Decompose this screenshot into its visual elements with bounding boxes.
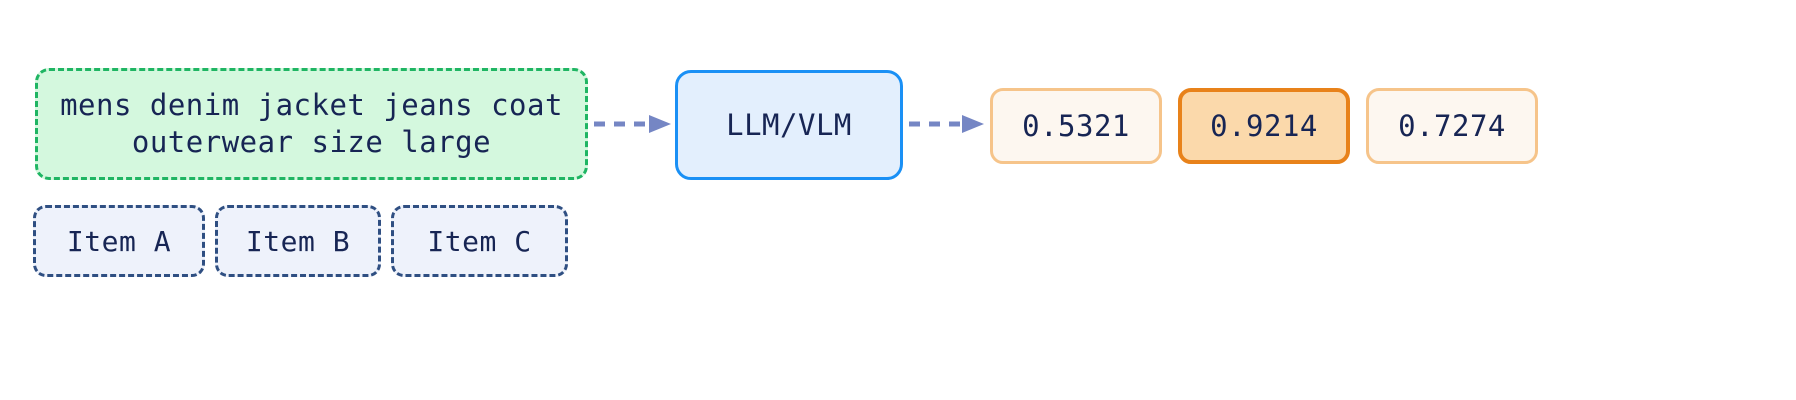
- score-value-3: 0.7274: [1398, 109, 1506, 143]
- score-box-3[interactable]: 0.7274: [1366, 88, 1538, 164]
- model-label: LLM/VLM: [726, 108, 852, 142]
- item-label-c: Item C: [427, 224, 532, 258]
- item-box-c[interactable]: Item C: [391, 205, 568, 277]
- score-value-2: 0.9214: [1210, 109, 1318, 143]
- score-box-1[interactable]: 0.5321: [990, 88, 1162, 164]
- item-label-b: Item B: [245, 224, 351, 258]
- query-box: mens denim jacket jeans coat outerwear s…: [35, 68, 588, 180]
- item-box-a[interactable]: Item A: [33, 205, 205, 277]
- score-value-1: 0.5321: [1022, 109, 1130, 143]
- scores-row: 0.5321 0.9214 0.7274: [990, 88, 1538, 164]
- query-text: mens denim jacket jeans coat outerwear s…: [60, 87, 563, 159]
- arrow-model-to-scores: [907, 113, 987, 135]
- score-box-2-highlighted[interactable]: 0.9214: [1178, 88, 1350, 164]
- item-box-b[interactable]: Item B: [215, 205, 381, 277]
- model-box[interactable]: LLM/VLM: [675, 70, 903, 180]
- arrow-query-to-model: [592, 113, 674, 135]
- candidate-items-row: Item A Item B Item C: [33, 205, 568, 277]
- item-label-a: Item A: [66, 224, 172, 258]
